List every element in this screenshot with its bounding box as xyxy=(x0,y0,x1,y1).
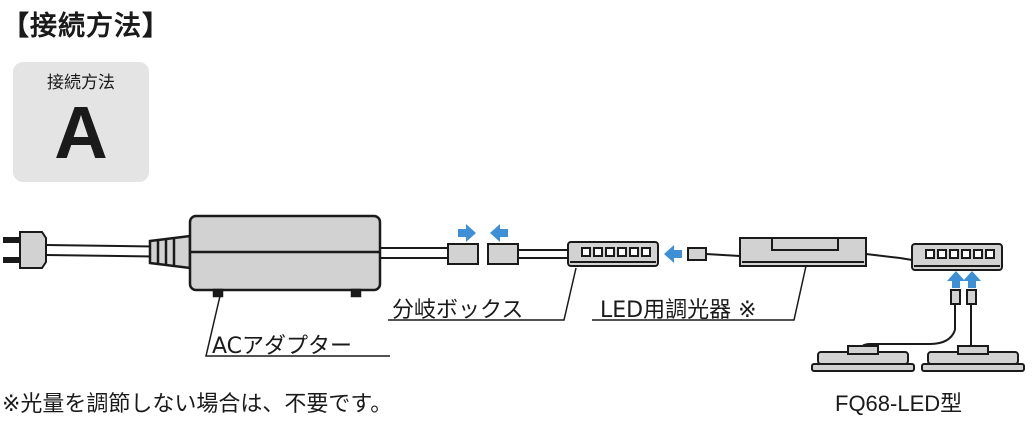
label-model: FQ68-LED型 xyxy=(835,391,963,416)
splitter-box-icon xyxy=(567,241,659,267)
label-splitter: 分岐ボックス xyxy=(392,298,524,323)
connect-arrows-icon xyxy=(458,224,508,242)
label-dimmer: LED用調光器 ※ xyxy=(600,298,757,323)
insert-arrow-icon xyxy=(664,245,682,263)
connector-pair-icon xyxy=(447,243,519,265)
method-subtitle: 接続方法 xyxy=(47,73,115,93)
light-cables xyxy=(859,289,977,353)
label-ac-adapter: ACアダプター xyxy=(212,334,353,359)
method-badge: 接続方法 A xyxy=(13,62,149,182)
leader-lines xyxy=(205,265,807,357)
dimmer-icon xyxy=(739,237,913,267)
up-arrows-icon xyxy=(947,271,981,288)
led-light-icon-1 xyxy=(811,345,915,372)
footnote: ※光量を調節しない場合は、不要です。 xyxy=(2,392,393,417)
splitter-cable xyxy=(518,249,568,259)
dimmer-plug-icon xyxy=(687,247,741,261)
method-letter: A xyxy=(54,91,108,174)
ac-adapter-icon xyxy=(148,214,382,298)
light-splitter-icon xyxy=(911,243,1003,271)
led-light-icon-2 xyxy=(921,345,1025,372)
adapter-cable xyxy=(380,247,448,259)
page-heading: 【接続方法】 xyxy=(2,11,170,42)
